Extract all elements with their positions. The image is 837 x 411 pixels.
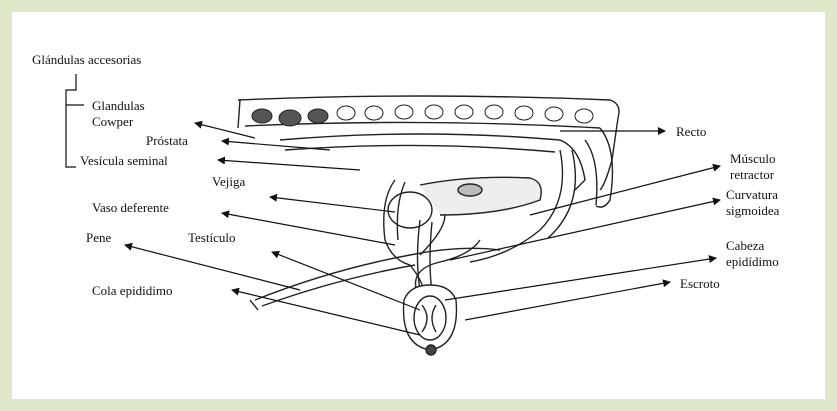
- anatomy-illustration: [238, 96, 619, 355]
- bladder: [388, 192, 432, 228]
- label-epididimo: epidídimo: [726, 254, 779, 269]
- label-testiculo: Testículo: [188, 230, 235, 245]
- label-vaso-deferente: Vaso deferente: [92, 200, 169, 215]
- labels: Glándulas accesorias Glandulas Cowper Pr…: [32, 52, 780, 298]
- label-sigmoidea: sigmoidea: [726, 203, 780, 218]
- penis: [255, 248, 500, 300]
- label-cabeza: Cabeza: [726, 238, 764, 253]
- rectum: [280, 134, 585, 190]
- label-glandulas-accesorias: Glándulas accesorias: [32, 52, 141, 67]
- label-retractor: retractor: [730, 167, 775, 182]
- label-escroto: Escroto: [680, 276, 720, 291]
- label-glandulas: Glandulas: [92, 98, 145, 113]
- label-recto: Recto: [676, 124, 706, 139]
- label-cola-epididimo: Cola epididimo: [92, 283, 173, 298]
- label-cowper: Cowper: [92, 114, 134, 129]
- testicle: [414, 296, 446, 340]
- label-vesicula-seminal: Vesícula seminal: [80, 153, 168, 168]
- label-prostata: Próstata: [146, 133, 188, 148]
- label-pene: Pene: [86, 230, 112, 245]
- label-curvatura: Curvatura: [726, 187, 778, 202]
- label-vejiga: Vejiga: [212, 174, 245, 189]
- label-musculo: Músculo: [730, 151, 776, 166]
